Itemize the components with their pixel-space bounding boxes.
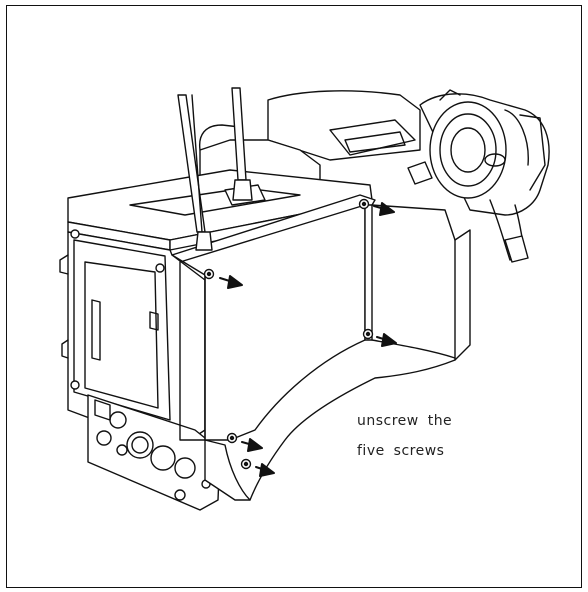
camera-body-top (267, 90, 421, 161)
antenna-right (231, 87, 253, 201)
arrow-3 (376, 333, 397, 347)
arrow-5 (255, 463, 275, 477)
antenna-left (177, 94, 213, 251)
screws (203, 198, 374, 470)
rear-connector-panel (87, 394, 221, 511)
side-cover (171, 194, 471, 501)
top-knob (407, 161, 433, 185)
arrow-1 (219, 275, 243, 289)
annotation-line-1: unscrew the (357, 413, 453, 429)
arrow-2 (373, 202, 395, 216)
annotation-line-2: five screws (357, 443, 445, 459)
viewfinder (419, 89, 550, 263)
removal-arrows (219, 202, 397, 477)
arrow-4 (241, 438, 263, 452)
